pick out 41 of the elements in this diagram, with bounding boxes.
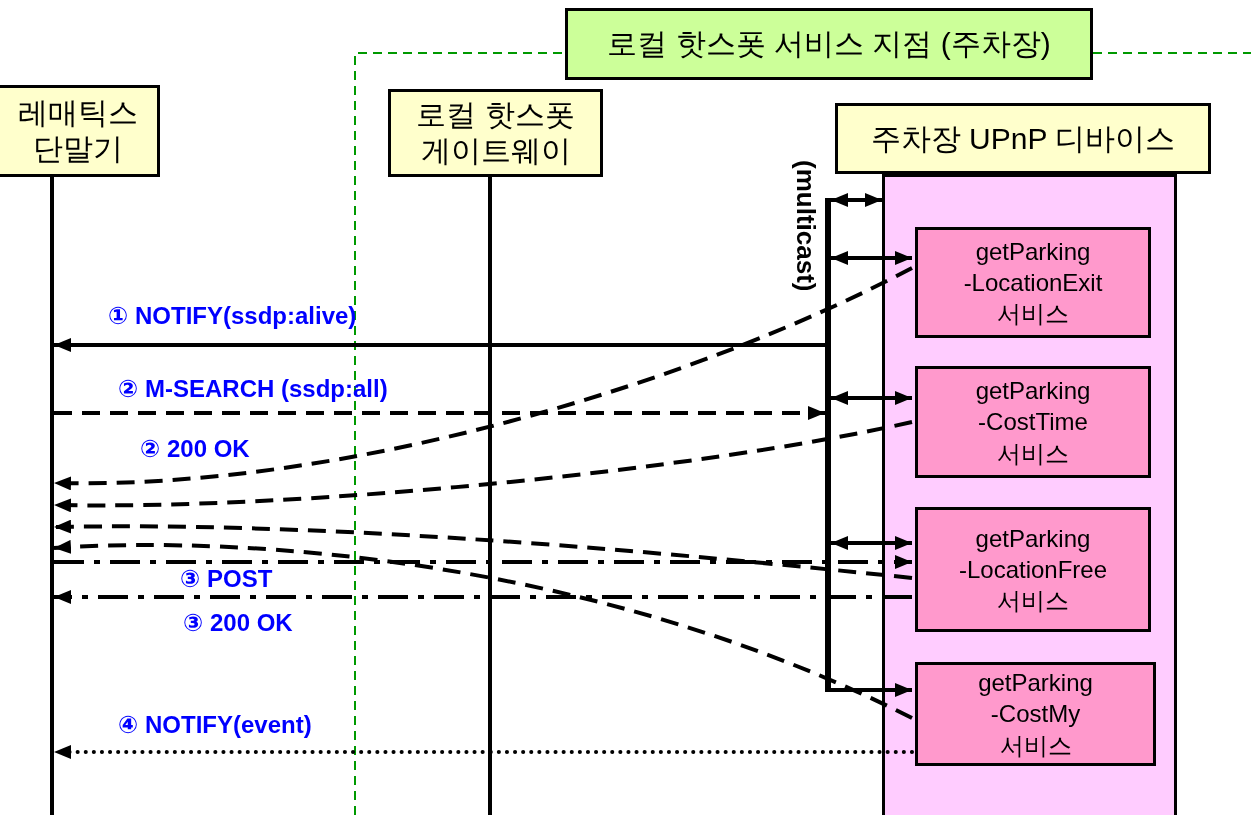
participant-label: 로컬 핫스폿 게이트웨이 — [415, 97, 576, 169]
edge-label: ② M-SEARCH (ssdp:all) — [118, 376, 388, 403]
message-arrow — [53, 540, 913, 720]
message-arrow — [54, 338, 825, 352]
device-title: 주차장 UPnP 디바이스 — [870, 120, 1176, 157]
service-label: getParking -CostMy 서비스 — [978, 668, 1093, 761]
participant-box — [0, 85, 160, 177]
multicast-bus — [825, 198, 831, 692]
service-box — [915, 662, 1156, 766]
service-label: getParking -LocationFree 서비스 — [958, 523, 1108, 617]
edge-label: ④ NOTIFY(event) — [118, 712, 312, 739]
edge-label: ③ POST — [180, 566, 273, 593]
lifeline — [50, 177, 54, 815]
edge-label: ① NOTIFY(ssdp:alive) — [108, 303, 357, 330]
service-box — [915, 227, 1151, 338]
service-label: getParking -LocationExit 서비스 — [963, 236, 1103, 330]
message-arrow — [831, 193, 882, 207]
lifeline — [488, 177, 492, 815]
message-arrow — [831, 683, 912, 697]
message-arrow — [831, 536, 912, 550]
message-arrow — [52, 745, 914, 759]
device-box — [882, 174, 1177, 815]
message-arrow — [831, 391, 912, 405]
message-arrow — [54, 406, 825, 420]
message-arrow — [831, 251, 912, 265]
bus-label: (multicast) — [793, 160, 819, 292]
service-label: getParking -CostTime 서비스 — [975, 376, 1091, 469]
service-box — [915, 366, 1151, 478]
device-header-box — [835, 103, 1211, 174]
message-arrow — [54, 590, 912, 604]
message-arrow — [54, 266, 913, 490]
service-box — [915, 507, 1151, 632]
region-title: 로컬 핫스폿 서비스 지점 (주차장) — [607, 25, 1051, 62]
message-arrow — [54, 420, 913, 513]
participant-box — [388, 89, 603, 177]
message-label: ② 200 OK — [140, 436, 250, 463]
message-arrow — [54, 555, 912, 569]
participant-label: 레매틱스 단말기 — [17, 95, 139, 167]
region-title-box — [565, 8, 1093, 80]
edge-label: ③ 200 OK — [183, 610, 293, 637]
message-arrow — [53, 519, 913, 580]
